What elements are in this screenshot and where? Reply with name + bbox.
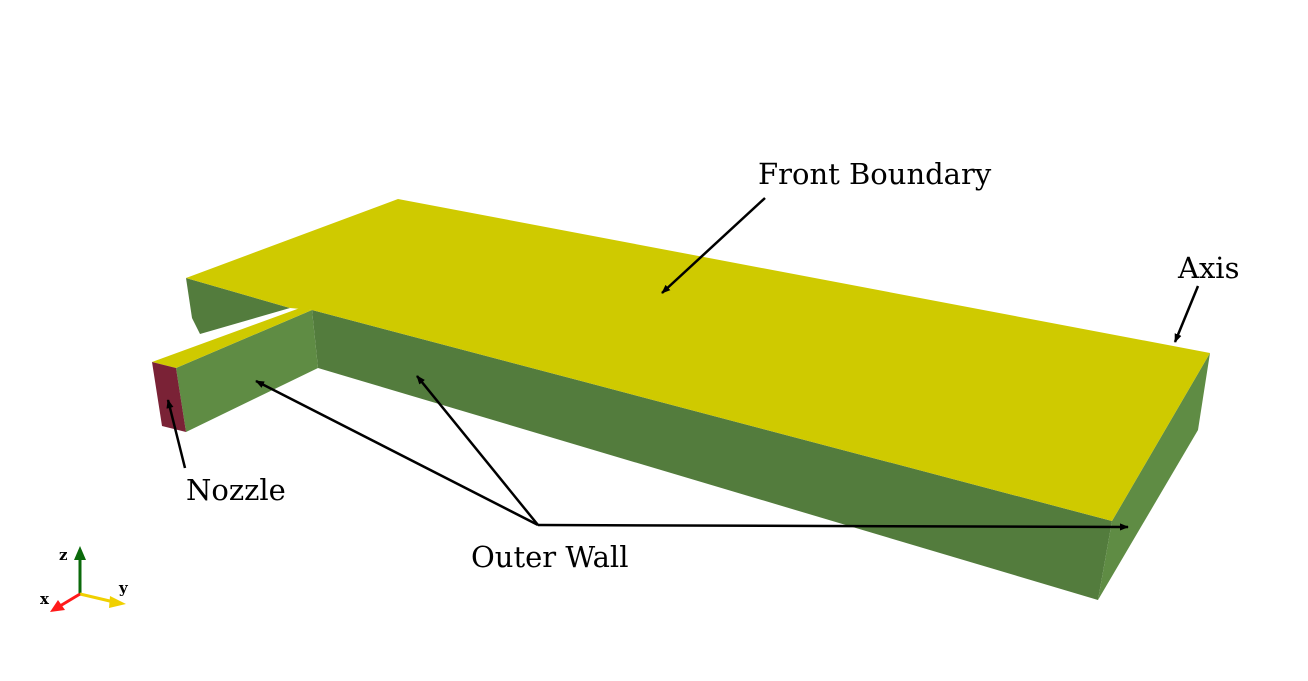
z-axis-arrowhead bbox=[74, 546, 86, 560]
outer-wall-nozzle-face bbox=[176, 310, 318, 432]
x-axis-label: x bbox=[40, 590, 50, 608]
axis-label: Axis bbox=[1177, 251, 1239, 285]
orientation-triad: z x y bbox=[40, 546, 129, 612]
outer-wall-end-face bbox=[1098, 353, 1210, 600]
front-boundary-nozzle-strip bbox=[152, 308, 312, 368]
nozzle-face bbox=[152, 362, 186, 432]
y-axis-arrow bbox=[79, 592, 115, 604]
front-boundary-label: Front Boundary bbox=[758, 157, 992, 191]
y-axis-arrowhead bbox=[109, 596, 126, 608]
outer-wall-arrow-mid bbox=[416, 375, 539, 526]
x-axis-arrow bbox=[59, 592, 81, 608]
outer-wall-label: Outer Wall bbox=[471, 540, 628, 574]
x-axis-arrowhead bbox=[50, 600, 65, 612]
y-axis-label: y bbox=[118, 579, 129, 597]
front-boundary-arrow bbox=[661, 197, 766, 294]
nozzle-label: Nozzle bbox=[186, 473, 286, 507]
outer-wall-back-face bbox=[186, 278, 290, 334]
front-boundary-surface bbox=[186, 199, 1210, 521]
outer-wall-arrow-left bbox=[255, 379, 539, 527]
z-axis-label: z bbox=[59, 546, 68, 564]
nozzle-arrow bbox=[166, 399, 187, 469]
axis-arrow bbox=[1173, 285, 1200, 343]
outer-wall-arrow-right bbox=[537, 523, 1129, 531]
